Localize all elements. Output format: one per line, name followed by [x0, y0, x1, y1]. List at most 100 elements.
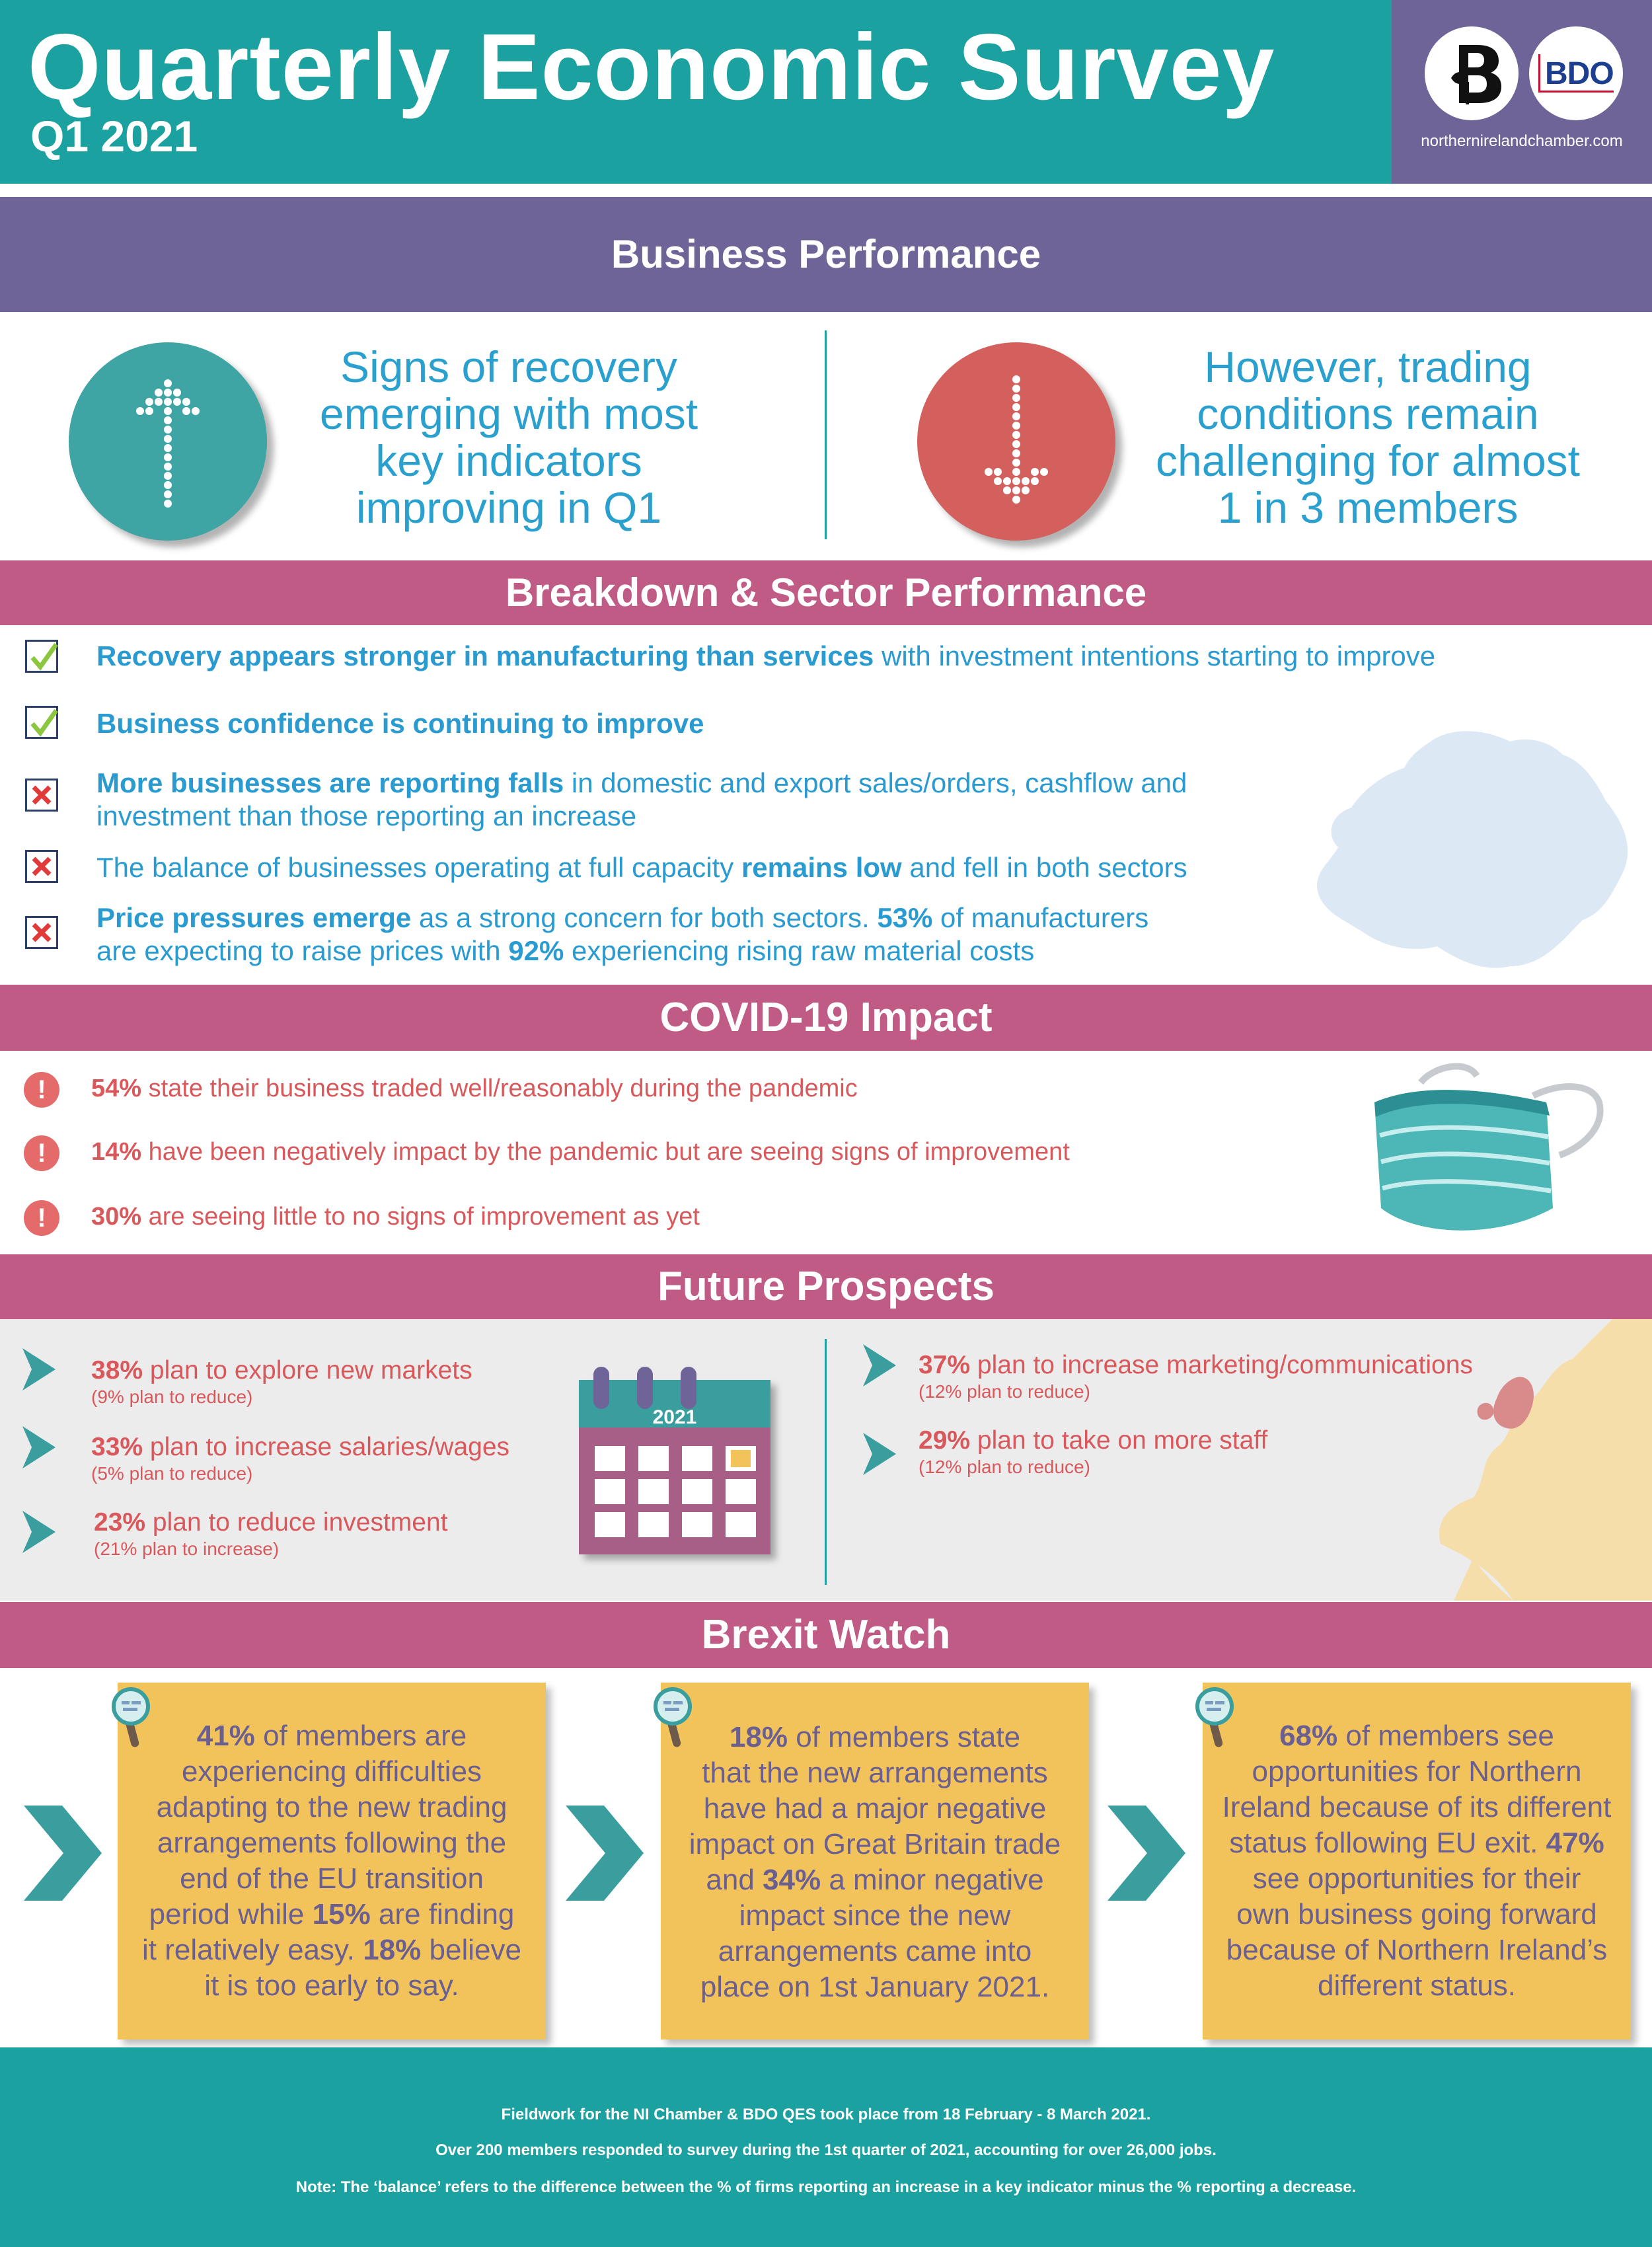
breakdown-row-5-line2-a: are expecting to raise prices with [96, 935, 509, 966]
face-mask-icon [1374, 1063, 1604, 1231]
footer-note: Note: The ‘balance’ refers to the differ… [295, 2178, 1357, 2196]
website-link[interactable]: northernirelandchamber.com [1421, 132, 1623, 150]
future-left-item-2: 33% plan to increase salaries/wages [91, 1433, 509, 1462]
footer-fieldwork: Fieldwork for the NI Chamber & BDO QES t… [501, 2106, 1151, 2123]
magnifier-icon [1195, 1687, 1234, 1747]
calendar-ring [681, 1367, 696, 1409]
breakdown-row-4-bold: remains low [741, 852, 902, 883]
line: a minor negative [821, 1864, 1044, 1896]
business-performance-heading-bar: Business Performance [0, 197, 1652, 312]
cross-icon [32, 923, 52, 942]
recovery-line-1: Signs of recovery [340, 342, 677, 391]
covid-row-3: 30% are seeing little to no signs of imp… [91, 1203, 700, 1231]
future-right-item-2: 29% plan to take on more staff [919, 1426, 1267, 1455]
future-left-item-2-pct: 33% [91, 1433, 143, 1461]
covid-row-1-pct: 54% [91, 1075, 142, 1102]
up-arrow-circle [69, 342, 267, 541]
alert-icon: ! [24, 1072, 59, 1108]
pct: 68% [1279, 1720, 1338, 1752]
page-title: Quarterly Economic Survey [28, 15, 1275, 120]
future-heading: Future Prospects [657, 1264, 995, 1309]
future-right-item-1-pct: 37% [919, 1351, 971, 1379]
line: of members are [254, 1720, 467, 1752]
trading-conditions-statement: However, trading conditions remain chall… [1117, 344, 1619, 531]
breakdown-row-5-pct-a: 53% [877, 902, 933, 933]
calendar-year: 2021 [652, 1406, 697, 1428]
breakdown-row-4-text-b: and fell in both sectors [901, 852, 1187, 883]
calendar-ring [637, 1367, 653, 1409]
cross-icon [32, 857, 52, 876]
cross-icon [32, 785, 52, 805]
covid-heading: COVID-19 Impact [659, 995, 993, 1040]
chevron-right-icon [1108, 1806, 1185, 1901]
europe-map-icon [1439, 1319, 1652, 1601]
pct: 15% [312, 1898, 371, 1930]
magnifier-icon [112, 1687, 150, 1747]
future-left-item-3-sub: (21% plan to increase) [94, 1539, 280, 1559]
line: own business going forward [1236, 1898, 1597, 1930]
line: see opportunities for their [1252, 1862, 1581, 1895]
line: end of the EU transition [180, 1862, 484, 1895]
line: are finding [370, 1898, 515, 1930]
breakdown-row-5-pct-b: 92% [508, 935, 564, 966]
calendar-header [579, 1380, 770, 1428]
breakdown-heading-bar: Breakdown & Sector Performance [0, 560, 1652, 625]
breakdown-row-3-text: in domestic and export sales/orders, cas… [564, 767, 1187, 798]
brexit-note-2-text: 18% of members state that the new arrang… [669, 1720, 1081, 2005]
future-left-item-1-text: plan to explore new markets [143, 1356, 472, 1385]
future-right-item-2-text: plan to take on more staff [970, 1426, 1268, 1455]
breakdown-row-3-bold: More businesses are reporting falls [96, 767, 564, 798]
breakdown-row-1-text: with investment intentions starting to i… [874, 640, 1436, 671]
future-heading-bar: Future Prospects [0, 1254, 1652, 1319]
magnifier-icon [654, 1687, 692, 1747]
future-left-item-1-pct: 38% [91, 1356, 143, 1385]
covid-heading-bar: COVID-19 Impact [0, 985, 1652, 1051]
alert-icon: ! [24, 1200, 59, 1236]
pct: 47% [1546, 1827, 1604, 1859]
business-performance-heading: Business Performance [611, 232, 1041, 276]
brexit-note-3 [1203, 1683, 1631, 2039]
breakdown-row-2-bold: Business confidence is continuing to imp… [96, 708, 704, 739]
line: arrangements came into [718, 1935, 1032, 1967]
brexit-note-1 [118, 1683, 546, 2039]
line: that the new arrangements [702, 1757, 1048, 1789]
chevron-right-icon [22, 1348, 56, 1390]
future-right-item-1-text: plan to increase marketing/communication… [970, 1351, 1473, 1379]
covid-row-2: 14% have been negatively impact by the p… [91, 1138, 1070, 1166]
brexit-note-2 [661, 1683, 1089, 2039]
divider [825, 330, 827, 539]
down-arrow-circle [917, 342, 1115, 541]
divider [825, 1339, 827, 1585]
line: it is too early to say. [204, 1969, 459, 2002]
covid-row-2-pct: 14% [91, 1138, 142, 1166]
footer-respondents: Over 200 members responded to survey dur… [435, 2141, 1217, 2159]
dotted-up-arrow-icon [136, 379, 200, 508]
checkbox-cross [25, 850, 58, 883]
checkbox-cross [25, 916, 58, 949]
recovery-line-4: improving in Q1 [356, 483, 662, 532]
brexit-heading-bar: Brexit Watch [0, 1602, 1652, 1668]
breakdown-row-1: Recovery appears stronger in manufacturi… [96, 640, 1435, 673]
checkbox-checked [25, 640, 58, 673]
chamber-logo [1425, 26, 1519, 120]
chevron-right-icon [22, 1426, 56, 1468]
chevron-right-icon [24, 1806, 102, 1901]
breakdown-row-1-bold: Recovery appears stronger in manufacturi… [96, 640, 874, 671]
line: period while [149, 1898, 313, 1930]
future-left-item-1: 38% plan to explore new markets [91, 1356, 472, 1385]
chevron-right-icon [863, 1344, 896, 1387]
line: opportunities for Northern [1252, 1755, 1582, 1788]
page-subtitle: Q1 2021 [30, 112, 198, 161]
breakdown-row-4: The balance of businesses operating at f… [96, 851, 1187, 884]
chevron-right-icon [22, 1511, 56, 1553]
check-icon [30, 708, 58, 737]
bdo-logo-frame [1538, 54, 1614, 93]
breakdown-row-3: More businesses are reporting falls in d… [96, 767, 1187, 833]
recovery-statement: Signs of recovery emerging with most key… [278, 344, 740, 531]
breakdown-row-5-text: as a strong concern for both sectors. [411, 902, 878, 933]
line: have had a major negative [703, 1792, 1047, 1825]
covid-row-2-text: have been negatively impact by the pande… [141, 1138, 1070, 1166]
line: place on 1st January 2021. [700, 1971, 1050, 2003]
breakdown-row-5-bold: Price pressures emerge [96, 902, 412, 933]
breakdown-row-5-line2-b: experiencing rising raw material costs [564, 935, 1035, 966]
